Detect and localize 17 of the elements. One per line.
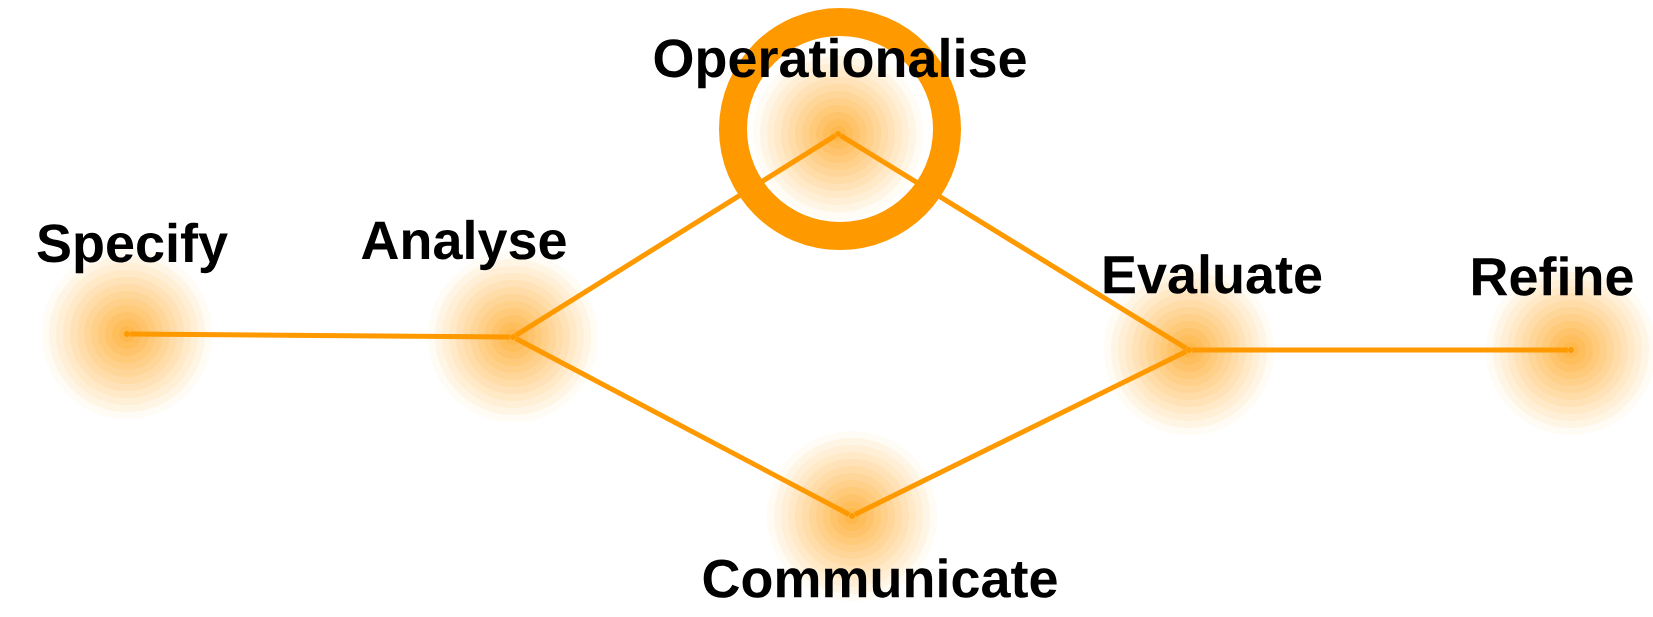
connector-line (853, 349, 1188, 517)
node-point (510, 334, 516, 340)
node-label: Specify (37, 222, 228, 274)
connector-line (514, 336, 851, 517)
node-point (835, 131, 841, 137)
node-label: Evaluate (1104, 254, 1322, 294)
node-point (849, 513, 855, 519)
connector-line (130, 331, 510, 340)
node-point (124, 331, 130, 337)
node-label: Refine (1473, 256, 1633, 296)
node-label: Analyse (361, 219, 566, 271)
node-label: Communicate (703, 558, 1057, 598)
connector-line (1192, 347, 1568, 353)
connector-line (839, 133, 1188, 351)
node-point (1186, 347, 1192, 353)
node-point (1568, 347, 1574, 353)
connector-line (514, 133, 837, 338)
